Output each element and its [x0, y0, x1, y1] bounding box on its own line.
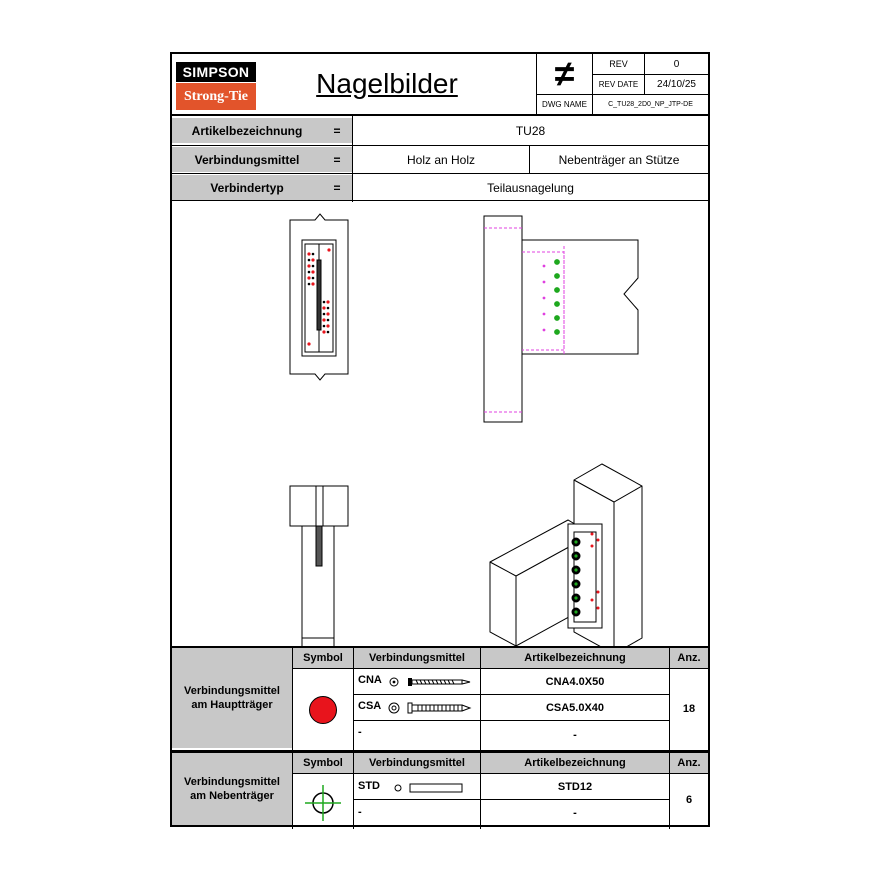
- article-value: TU28: [515, 123, 546, 138]
- rule-info-top: [172, 114, 708, 116]
- secondary-beam-header-fastener: Verbindungsmittel: [354, 753, 480, 773]
- main-beam-fastener-csa: CSA: [358, 700, 382, 712]
- main-beam-article-empty: -: [573, 728, 577, 741]
- connector-eq: =: [322, 147, 352, 172]
- rule-t1-v2: [353, 646, 354, 750]
- header-divider-2: [592, 54, 593, 114]
- rule-info-3: [172, 200, 708, 201]
- main-beam-header-symbol: Symbol: [293, 648, 353, 668]
- rule-t2-v1: [292, 750, 293, 829]
- rule-info-2: [172, 173, 708, 174]
- front-view: [289, 213, 349, 381]
- rev-value: 0: [673, 58, 680, 70]
- dwg-name-value: C_TU28_2D0_NP_JTP-DE: [608, 101, 693, 108]
- secondary-beam-fastener-std: STD: [358, 780, 380, 792]
- type-label: Verbindertyp: [172, 175, 322, 200]
- dwg-name-label: DWG NAME: [542, 100, 587, 109]
- main-beam-article-cna: CNA4.0X50: [545, 675, 605, 688]
- main-beam-header-fastener: Verbindungsmittel: [354, 648, 480, 668]
- header-rule-b: [536, 94, 708, 95]
- rule-t1-r2: [353, 720, 670, 721]
- rule-t2-v3: [480, 750, 481, 829]
- rule-table2-top: [172, 750, 708, 753]
- article-eq: =: [322, 118, 352, 143]
- brand-logo-bottom: Strong-Tie: [176, 83, 256, 110]
- csa-screw-icon: [388, 702, 472, 714]
- rule-t2-r1: [353, 799, 670, 800]
- main-beam-header-count: Anz.: [670, 648, 708, 668]
- rule-t1-r1: [353, 694, 670, 695]
- rule-t2-h: [292, 773, 708, 774]
- info-vertical: [352, 114, 353, 202]
- type-eq: =: [322, 175, 352, 200]
- rule-table1-top: [172, 646, 708, 648]
- main-beam-section-label: Verbindungsmittel am Hauptträger: [172, 648, 292, 748]
- cna-nail-icon: [389, 677, 471, 687]
- secondary-beam-article-empty: -: [573, 806, 577, 819]
- secondary-beam-article-std: STD12: [557, 780, 593, 793]
- secondary-beam-fastener-empty: -: [358, 806, 362, 818]
- rule-t1-v4: [669, 646, 670, 750]
- rule-t1-v3: [480, 646, 481, 750]
- side-view: [483, 215, 639, 423]
- connector-value-wood: Holz an Holz: [406, 152, 476, 167]
- rule-t2-v2: [353, 750, 354, 829]
- main-beam-fastener-cna: CNA: [358, 674, 382, 686]
- secondary-beam-count: 6: [685, 793, 693, 806]
- secondary-beam-header-symbol: Symbol: [293, 753, 353, 773]
- rev-date-value: 24/10/25: [657, 79, 696, 90]
- rule-t1-v1: [292, 646, 293, 750]
- rule-t2-v4: [669, 750, 670, 829]
- secondary-beam-section-label: Verbindungsmittel am Nebenträger: [172, 753, 292, 825]
- std-dowel-icon: [394, 783, 463, 793]
- isometric-view: [489, 463, 643, 646]
- page-title: Nagelbilder: [316, 68, 458, 99]
- top-view: [289, 485, 349, 646]
- type-value: Teilausnagelung: [487, 180, 574, 195]
- drawing-sheet: SIMPSON Strong-Tie Nagelbilder ≠ REV 0 R…: [170, 52, 710, 829]
- connector-value-column: Nebenträger an Stütze: [558, 152, 680, 167]
- brand-logo: SIMPSON Strong-Tie: [176, 62, 256, 112]
- header-divider: [536, 54, 537, 114]
- header-divider-3: [644, 54, 645, 94]
- secondary-beam-header-article: Artikelbezeichnung: [481, 753, 669, 773]
- brand-logo-top: SIMPSON: [176, 62, 256, 82]
- main-beam-article-csa: CSA5.0X40: [545, 701, 605, 714]
- side-view-green-nails: [554, 259, 560, 335]
- front-view-red-nails: [307, 248, 331, 346]
- main-beam-header-article: Artikelbezeichnung: [481, 648, 669, 668]
- rev-date-label: REV DATE: [598, 80, 639, 89]
- article-label: Artikelbezeichnung: [172, 118, 322, 143]
- rev-label: REV: [609, 59, 628, 69]
- connector-label: Verbindungsmittel: [172, 147, 322, 172]
- rule-t1-h: [292, 668, 708, 669]
- green-crosshair-symbol: [305, 785, 341, 821]
- main-beam-count: 18: [682, 702, 696, 715]
- main-beam-fastener-empty: -: [358, 726, 362, 738]
- secondary-beam-header-count: Anz.: [670, 753, 708, 773]
- header-rule-a: [592, 74, 708, 75]
- technical-drawings: [289, 213, 643, 646]
- red-circle-symbol: [309, 696, 337, 724]
- rule-info-1: [172, 145, 708, 146]
- not-equal-symbol: ≠: [554, 53, 575, 94]
- connector-divider: [529, 145, 530, 173]
